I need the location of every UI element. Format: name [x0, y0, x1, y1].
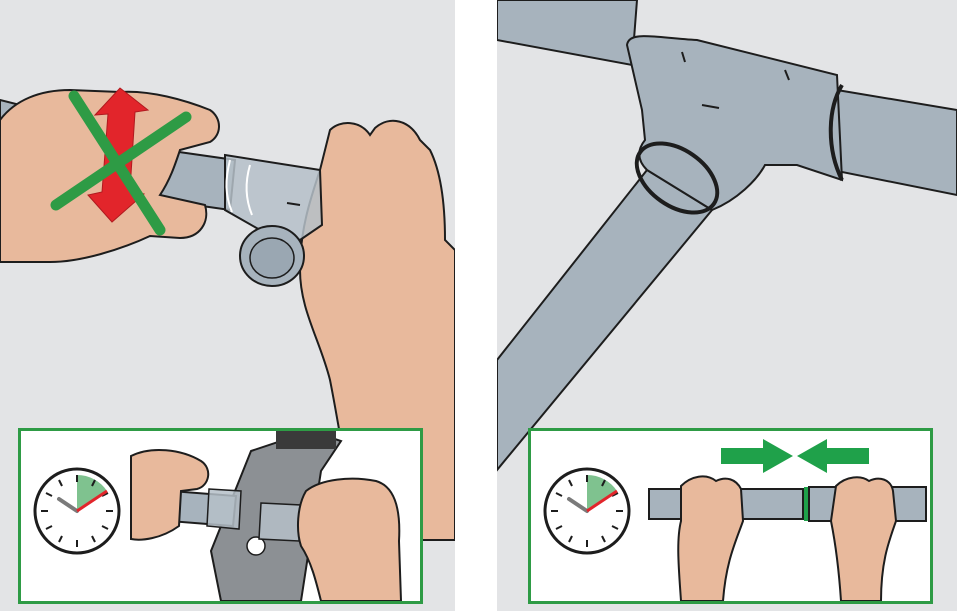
- pipe-icon: [497, 168, 714, 472]
- clock-icon: [543, 467, 631, 555]
- tee-fitting-icon: [258, 502, 302, 542]
- heating-illustration: [33, 431, 403, 601]
- panel-right-finished-joint: [497, 0, 957, 611]
- hand-icon: [297, 477, 403, 601]
- pipe-icon: [497, 0, 639, 67]
- joint-illustration: [497, 0, 957, 472]
- hand-icon: [677, 475, 745, 601]
- panel-left-dry-fit: [0, 0, 455, 611]
- joining-illustration: [543, 439, 927, 601]
- hand-icon: [829, 476, 898, 601]
- clock-icon: [33, 467, 121, 555]
- inset-joining-step: [528, 428, 933, 604]
- pipe-icon: [830, 88, 957, 197]
- hand-icon: [130, 449, 210, 541]
- dry-fit-illustration: [0, 87, 455, 541]
- inset-heating-step: [18, 428, 423, 604]
- push-together-arrows-icon: [721, 439, 869, 473]
- cross-mark-icon: [50, 90, 192, 236]
